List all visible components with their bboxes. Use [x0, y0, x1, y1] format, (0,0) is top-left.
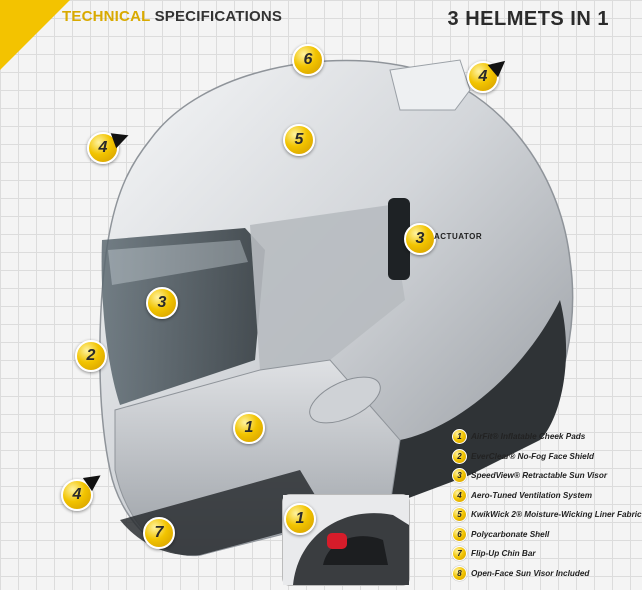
callout-4-chin: 4: [61, 479, 93, 511]
callout-1-cheek: 1: [233, 412, 265, 444]
legend-number: 7: [452, 546, 467, 562]
legend-label: Open-Face Sun Visor Included: [471, 568, 590, 578]
top-vent: [389, 59, 471, 111]
legend-number: 4: [452, 487, 467, 503]
legend-label: AirFit® Inflatable Cheek Pads: [471, 432, 586, 442]
side-panel: [250, 205, 405, 370]
callout-2: 2: [75, 340, 107, 372]
actuator-button: [388, 198, 410, 280]
callout-5: 5: [283, 124, 315, 156]
legend-label: KwikWick 2® Moisture-Wicking Liner Fabri…: [471, 510, 642, 520]
legend-item: 3 SpeedView® Retractable Sun Visor: [452, 466, 630, 486]
callout-7: 7: [143, 517, 175, 549]
legend-label: EverClear® No-Fog Face Shield: [471, 451, 594, 461]
corner-accent: [0, 0, 70, 70]
callout-6-top: 6: [292, 44, 324, 76]
face-shield: [101, 228, 265, 405]
legend-item: 4 Aero-Tuned Ventilation System: [452, 486, 630, 506]
helmet-rear-trim: [390, 300, 567, 505]
legend-number: 1: [452, 429, 467, 445]
legend-label: SpeedView® Retractable Sun Visor: [471, 471, 608, 481]
legend-number: 6: [452, 526, 467, 542]
legend-number: 5: [452, 507, 467, 523]
callout-1-inset: 1: [284, 503, 316, 535]
legend-number: 2: [452, 448, 467, 464]
page-title: TECHNICAL SPECIFICATIONS: [62, 8, 282, 25]
legend-number: 8: [452, 565, 467, 581]
callout-4-rear: 4: [87, 132, 119, 164]
legend-item: 1 AirFit® Inflatable Cheek Pads: [452, 427, 630, 447]
legend-item: 6 Polycarbonate Shell: [452, 525, 630, 545]
legend-number: 3: [452, 468, 467, 484]
actuator-label: ACTUATOR: [434, 232, 483, 241]
callout-3-visor: 3: [146, 287, 178, 319]
face-shield-highlight: [108, 240, 248, 285]
legend-item: 5 KwikWick 2® Moisture-Wicking Liner Fabr…: [452, 505, 642, 525]
callout-4-top-vent: 4: [467, 61, 499, 93]
legend-item: 8 Open-Face Sun Visor Included: [452, 564, 630, 584]
callout-3-actuator: 3: [404, 223, 436, 255]
legend-item: 2 EverClear® No-Fog Face Shield: [452, 447, 630, 467]
title-rest: SPECIFICATIONS: [150, 8, 283, 25]
legend-label: Aero-Tuned Ventilation System: [471, 490, 593, 500]
cheek-pad-photo: [283, 495, 409, 585]
title-highlight: TECHNICAL: [62, 8, 151, 25]
legend-label: Polycarbonate Shell: [471, 529, 550, 539]
chin-vent: [309, 376, 381, 424]
legend-item: 7 Flip-Up Chin Bar: [452, 544, 630, 564]
features-legend: 1 AirFit® Inflatable Cheek Pads 2 EverClea…: [452, 427, 642, 584]
page-subtitle: 3 HELMETS IN 1: [447, 8, 609, 30]
legend-label: Flip-Up Chin Bar: [471, 549, 536, 559]
